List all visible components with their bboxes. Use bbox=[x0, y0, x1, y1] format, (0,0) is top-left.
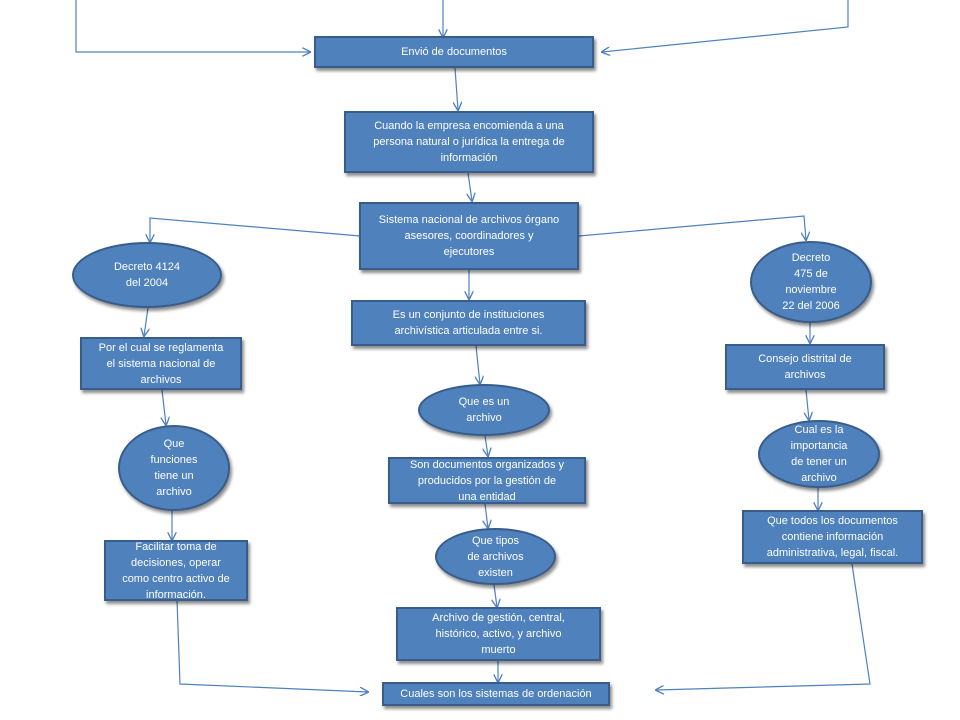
arrow-reglamenta-funciones bbox=[162, 389, 166, 425]
arrow-todos-sistemas bbox=[656, 563, 871, 690]
conjunto-instituciones-box: Es un conjunto de instituciones archivís… bbox=[351, 300, 586, 346]
importancia-archivo-oval: Cual es la importancia de tener un archi… bbox=[758, 420, 880, 488]
arrow-cuando-sistema bbox=[468, 172, 472, 201]
que-funciones-oval: Que funciones tiene un archivo bbox=[118, 425, 230, 511]
decreto-4124-oval: Decreto 4124 del 2004 bbox=[72, 242, 222, 308]
sistema-nacional-box: Sistema nacional de archivos órgano ases… bbox=[359, 202, 579, 270]
arrow-envio-cuando bbox=[455, 67, 458, 110]
archivo-gestion-box: Archivo de gestión, central, histórico, … bbox=[396, 607, 601, 661]
arrow-son-tipos bbox=[485, 503, 488, 528]
decreto-475-oval: Decreto 475 de noviembre 22 del 2006 bbox=[750, 241, 872, 323]
que-es-archivo-oval: Que es un archivo bbox=[418, 384, 550, 436]
todos-documentos-box: Que todos los documentos contiene inform… bbox=[742, 510, 923, 564]
arrow-decreto4124-reglamenta bbox=[144, 307, 148, 336]
arrow-tipos-gestion bbox=[494, 584, 497, 607]
reglamenta-box: Por el cual se reglamenta el sistema nac… bbox=[80, 337, 242, 390]
arrow-conjunto-que-es bbox=[476, 345, 480, 384]
tipos-archivos-oval: Que tipos de archivos existen bbox=[435, 528, 556, 585]
sistemas-ordenacion-box: Cuales son los sistemas de ordenación bbox=[382, 682, 610, 706]
arrow-que-es-son bbox=[485, 435, 488, 456]
envio-documentos-box: Envió de documentos bbox=[314, 36, 594, 68]
facilitar-decisiones-box: Facilitar toma de decisiones, operar com… bbox=[104, 540, 248, 601]
arrow-sistema-decreto4124 bbox=[150, 217, 361, 242]
arrow-right-top bbox=[602, 0, 849, 52]
cuando-empresa-box: Cuando la empresa encomienda a una perso… bbox=[344, 111, 594, 173]
arrow-consejo-importancia bbox=[806, 389, 809, 420]
arrow-left-top bbox=[75, 0, 310, 52]
consejo-distrital-box: Consejo distrital de archivos bbox=[725, 344, 885, 390]
arrow-sistema-decreto475 bbox=[578, 215, 806, 240]
son-documentos-box: Son documentos organizados y producidos … bbox=[388, 457, 586, 504]
arrow-facilitar-sistemas bbox=[176, 599, 368, 692]
